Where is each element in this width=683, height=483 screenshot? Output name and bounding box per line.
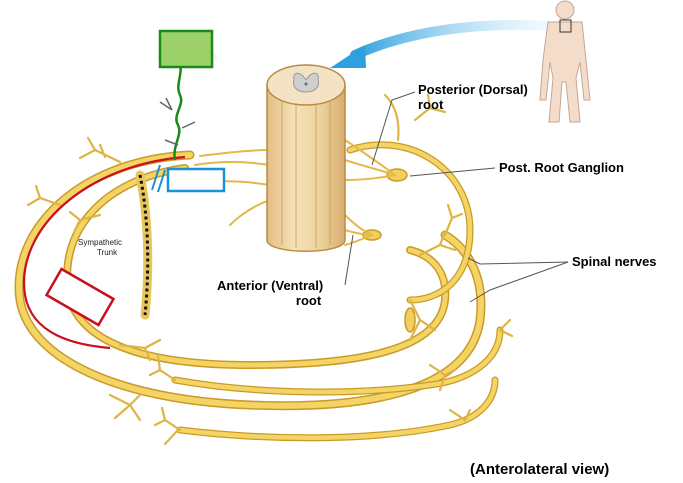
posterior-root-label: Posterior (Dorsal) root [418, 82, 528, 112]
pointer-arrow-icon [330, 20, 555, 68]
spinal-nerve-loops [14, 141, 504, 442]
sympathetic-trunk-label: Sympathetic Trunk [78, 238, 122, 258]
anterior-root-line1: Anterior (Ventral) [217, 278, 324, 293]
figure-marker-box [559, 19, 572, 33]
blue-box [166, 167, 226, 193]
sympathetic-trunk [135, 170, 153, 320]
nerve-branches [26, 93, 514, 446]
sympathetic-trunk-line2: Trunk [96, 248, 118, 257]
red-box [44, 267, 116, 327]
anterior-root-label: Anterior (Ventral) root [217, 278, 323, 308]
view-caption: (Anterolateral view) [470, 461, 610, 478]
spinal-cord [266, 64, 346, 252]
leader-lines [344, 91, 569, 303]
posterior-root-line2: root [418, 97, 444, 112]
green-box-leaves [159, 97, 196, 146]
human-figure-icon [539, 0, 591, 123]
anterior-root-line2: root [295, 293, 322, 308]
posterior-root-line1: Posterior (Dorsal) [418, 82, 528, 97]
green-fiber [173, 61, 183, 161]
blue-branches [151, 164, 166, 193]
sympathetic-trunk-line1: Sympathetic [78, 238, 123, 247]
rootlets [194, 139, 396, 246]
green-box [158, 29, 214, 69]
spinal-nerves-label: Spinal nerves [572, 254, 657, 269]
highlight-red-path [22, 155, 186, 350]
ganglion-label: Post. Root Ganglion [499, 160, 624, 175]
